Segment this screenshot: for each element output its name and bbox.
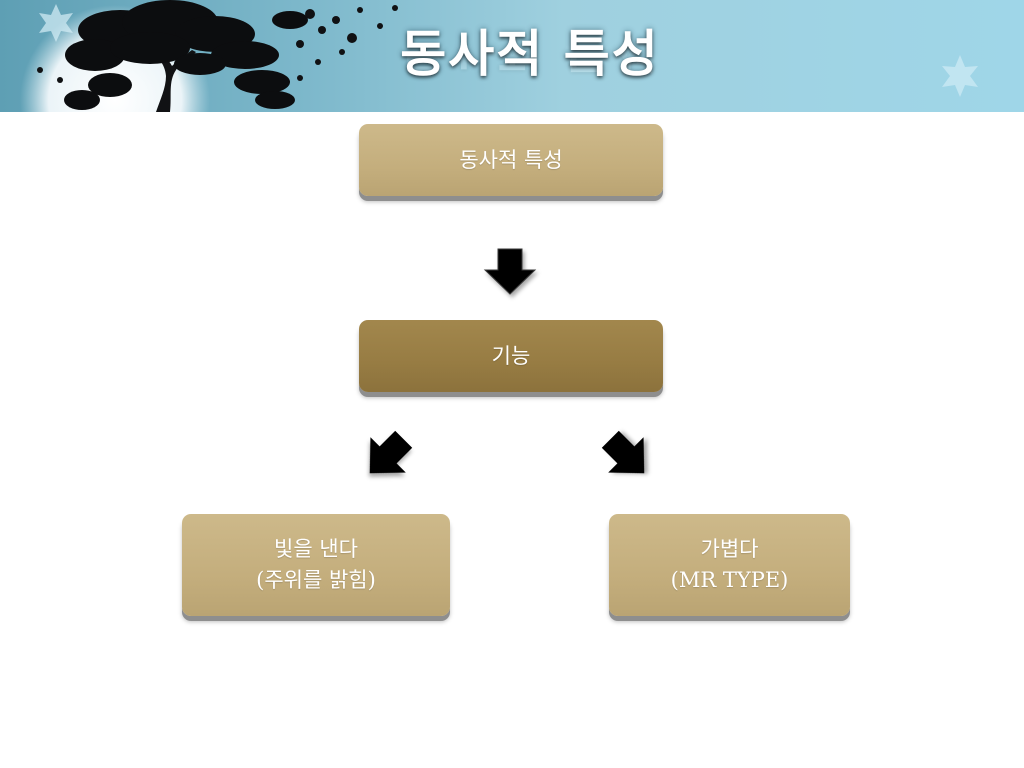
slide-title: 동사적 특성 <box>400 25 660 83</box>
root-node-label: 동사적 특성 <box>459 147 563 172</box>
right-leaf-line1: 가볍다 <box>700 537 759 561</box>
root-node-box: 동사적 특성 <box>359 124 663 196</box>
down-left-arrow-icon <box>369 430 413 474</box>
left-leaf-line1: 빛을 낸다 <box>274 537 358 561</box>
left-leaf-line2: (주위를 밝힘) <box>256 568 376 592</box>
right-leaf-line2: (MR TYPE) <box>670 568 789 592</box>
right-leaf-box: 가볍다 (MR TYPE) <box>609 514 850 616</box>
tree-silhouette-illustration <box>20 0 978 112</box>
middle-node-label: 기능 <box>491 343 531 368</box>
header-banner: 동사적 특성 동사적 특성 <box>0 0 1024 112</box>
middle-node-box: 기능 <box>359 320 663 392</box>
down-right-arrow-icon <box>601 430 645 474</box>
down-arrow-icon <box>483 248 537 295</box>
left-leaf-box: 빛을 낸다 (주위를 밝힘) <box>182 514 450 616</box>
